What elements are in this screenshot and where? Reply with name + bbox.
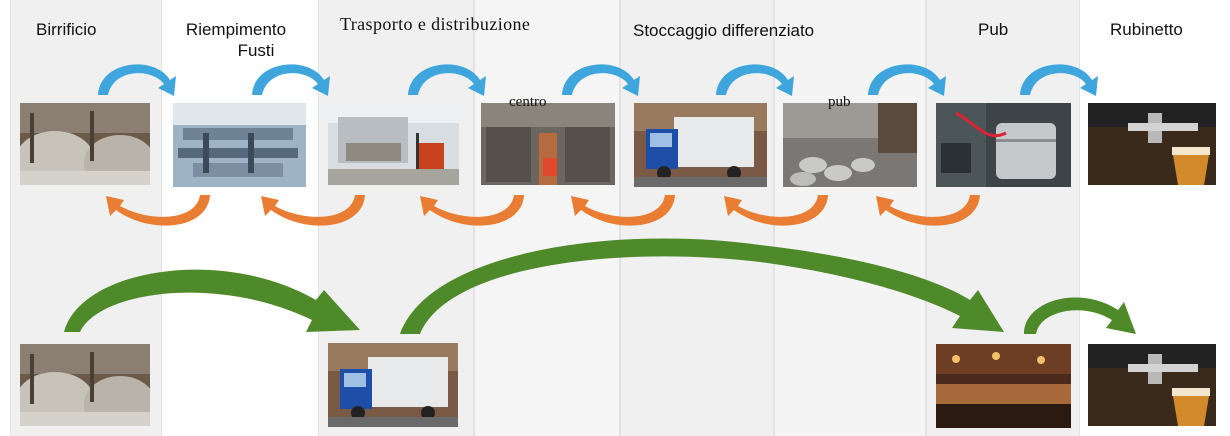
return-arrow-4: [571, 195, 675, 226]
beer-tap-image: [1088, 103, 1216, 185]
forward-arrow-5: [716, 64, 794, 96]
stage-label-riempimento-line2: Fusti: [237, 41, 275, 60]
return-arrow-5: [724, 195, 828, 226]
keg-filling-line-image: [173, 103, 306, 187]
stage-label-riempimento: Riempimento Fusti: [170, 19, 302, 61]
inline-label-pub: pub: [828, 94, 851, 110]
direct-arrows: [64, 238, 1136, 334]
direct-arrow-brewery-to-truck: [64, 269, 360, 332]
forward-arrow-4: [562, 64, 640, 96]
stage-label-birrificio: Birrificio: [36, 20, 97, 39]
forward-arrow-3: [408, 64, 486, 96]
delivery-truck-image: [634, 103, 767, 187]
stage-label-trasporto: Trasporto e distribuzione: [340, 14, 531, 34]
beer-tap-image-2: [1088, 344, 1216, 426]
forward-arrow-7: [1020, 64, 1098, 96]
return-arrow-1: [106, 195, 210, 226]
brewery-tanks-image-2: [20, 344, 150, 426]
pub-cellar-keg-image: [936, 103, 1071, 187]
stage-label-rubinetto: Rubinetto: [1110, 20, 1183, 39]
return-arrow-6: [876, 195, 980, 226]
pub-interior-image: [936, 344, 1071, 428]
truck-loading-forklift-image: [328, 103, 459, 185]
return-arrow-3: [420, 195, 524, 226]
forward-arrow-1: [98, 64, 176, 96]
return-arrows: [106, 195, 980, 226]
forward-arrow-6: [868, 64, 946, 96]
keg-warehouse-image: [481, 103, 615, 185]
direct-arrow-truck-to-pub: [400, 238, 1004, 334]
stage-label-riempimento-line1: Riempimento: [185, 20, 287, 39]
forward-arrow-2: [252, 64, 330, 96]
inline-label-centro: centro: [509, 94, 547, 110]
direct-arrow-pub-to-tap: [1024, 297, 1136, 334]
brewery-tanks-image: [20, 103, 150, 185]
forward-arrows: [98, 64, 1098, 96]
return-arrow-2: [261, 195, 365, 226]
kegs-on-street-image: [783, 103, 917, 187]
stage-label-pub: Pub: [978, 20, 1009, 39]
stage-label-stoccaggio: Stoccaggio differenziato: [633, 21, 815, 40]
delivery-truck-image-2: [328, 343, 458, 427]
